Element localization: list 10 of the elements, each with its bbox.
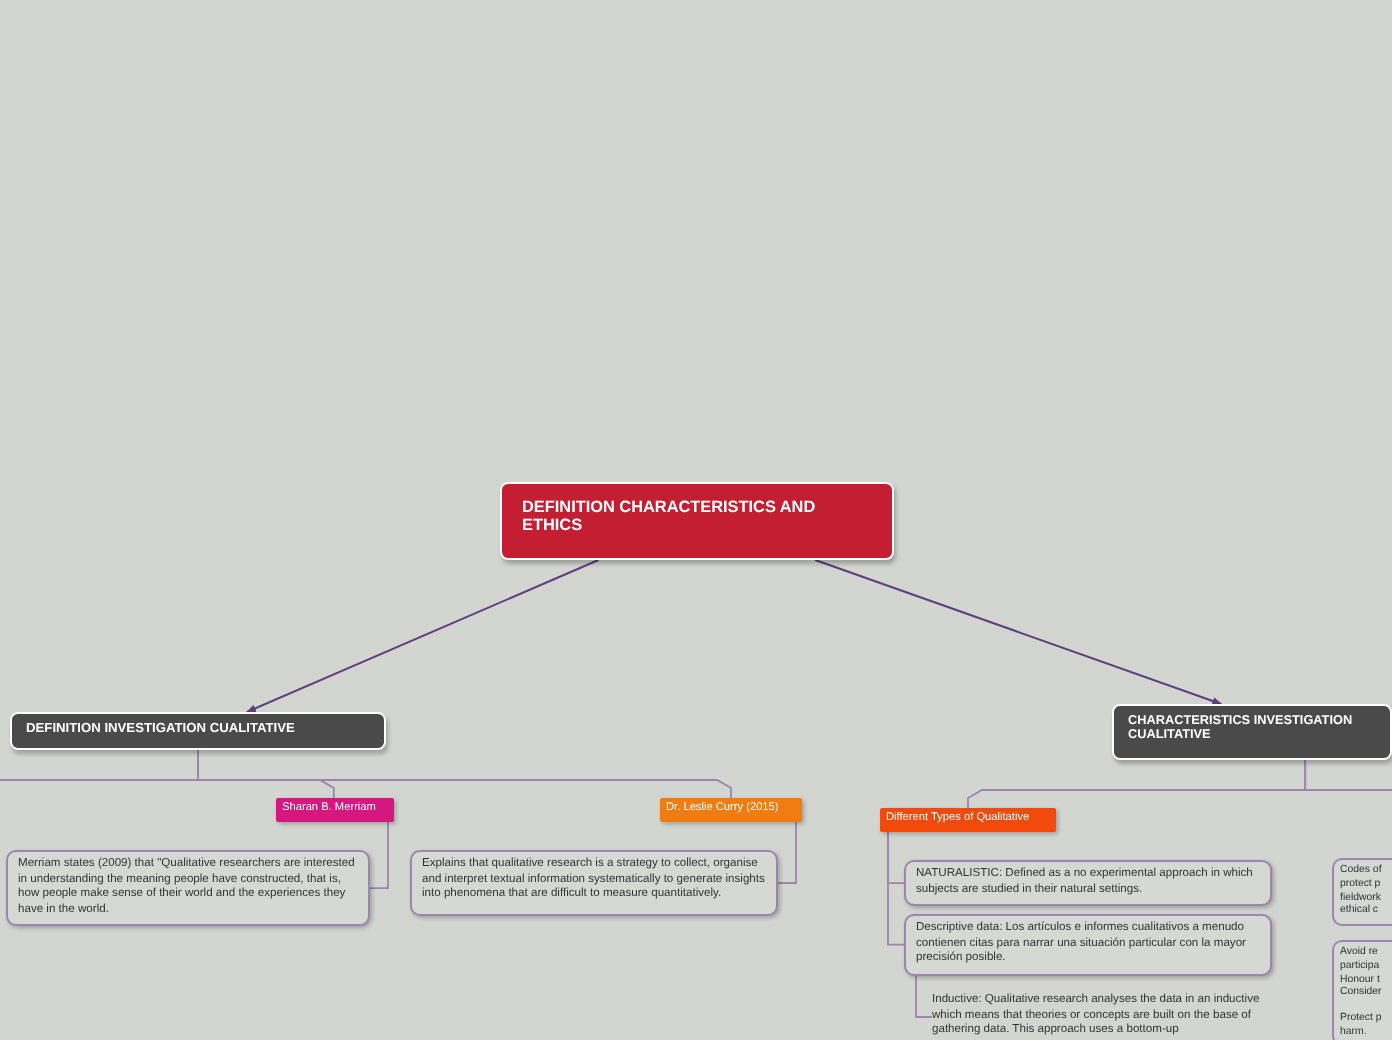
connector-line <box>915 974 933 1018</box>
connector-line <box>369 821 389 890</box>
arrow <box>814 559 1223 705</box>
connector-line <box>887 831 905 946</box>
arrow <box>245 559 600 713</box>
note-box <box>1332 940 1392 1040</box>
connector-line <box>777 821 797 884</box>
connector-line <box>1304 759 1392 791</box>
topic-box: DEFINITION CHARACTERISTICS AND ETHICS <box>500 482 894 560</box>
connector-line <box>0 749 199 781</box>
